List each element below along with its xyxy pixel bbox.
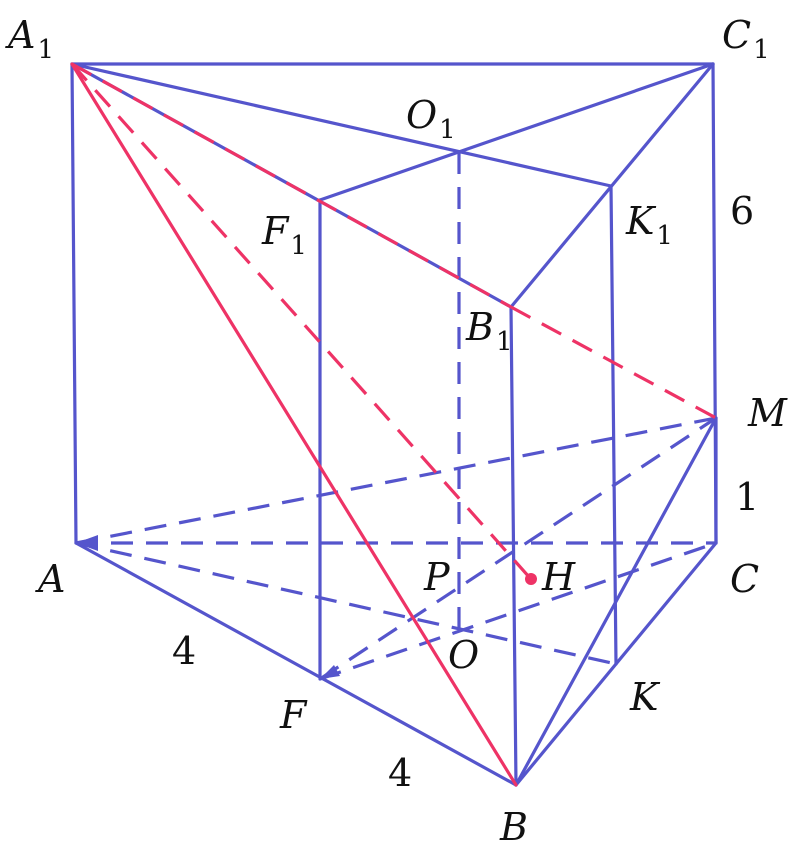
measure-cc1-upper: 6 xyxy=(730,189,754,233)
edge-a-b xyxy=(74,541,518,787)
edge-a1-a xyxy=(70,62,78,545)
visible-edges xyxy=(70,62,718,787)
edge-k1-k xyxy=(609,184,618,666)
label-a: A xyxy=(35,557,65,601)
label-a1: A1 xyxy=(5,13,54,65)
point-h xyxy=(525,573,537,585)
edge-f-m xyxy=(319,416,717,681)
label-h: H xyxy=(541,555,576,599)
hidden-edges xyxy=(75,152,717,681)
red-segments xyxy=(70,62,717,787)
arrowhead-f xyxy=(320,665,340,679)
edge-f1-c1 xyxy=(318,62,715,202)
segment-b1-m xyxy=(510,305,717,420)
label-c: C xyxy=(730,557,759,601)
label-k1: K1 xyxy=(625,199,673,251)
label-f: F xyxy=(279,693,308,737)
segment-a1-b1-overlay xyxy=(71,62,512,309)
edge-b1-b xyxy=(509,305,518,787)
vertex-labels: A1 C1 O1 F1 K1 B1 M A P H C O F K B xyxy=(5,13,788,849)
label-p: P xyxy=(423,555,451,599)
label-f1: F1 xyxy=(261,209,307,261)
edge-a1-k1 xyxy=(70,62,613,188)
label-o1: O1 xyxy=(406,93,456,145)
segment-a1-b xyxy=(70,62,518,787)
measure-af: 4 xyxy=(172,629,196,673)
label-c1: C1 xyxy=(722,13,770,65)
label-b: B xyxy=(499,805,528,849)
edge-b-m xyxy=(514,416,718,787)
edge-a-m xyxy=(75,416,717,545)
label-m: M xyxy=(747,391,788,435)
measure-labels: 6 1 4 4 xyxy=(172,189,759,795)
label-o: O xyxy=(448,633,479,677)
label-k: K xyxy=(629,675,661,719)
measure-fb: 4 xyxy=(388,751,412,795)
segment-a1-h xyxy=(70,62,532,580)
label-b1: B1 xyxy=(465,305,512,357)
edge-b-c xyxy=(514,541,718,787)
measure-mc: 1 xyxy=(735,475,759,519)
arrowhead-a xyxy=(76,535,98,551)
edge-a-k xyxy=(75,541,617,666)
